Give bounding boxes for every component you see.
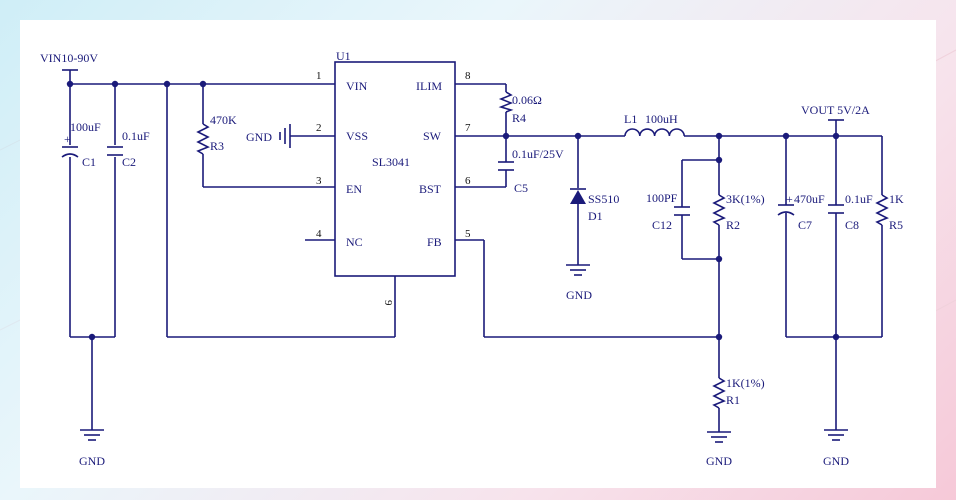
- pin-num-7: 7: [465, 122, 471, 134]
- r3-ref: R3: [210, 139, 224, 153]
- pin-num-9: 9: [382, 300, 394, 306]
- c7-ref: C7: [798, 218, 812, 232]
- r4-value: 0.06Ω: [512, 93, 542, 107]
- r3-value: 470K: [210, 113, 237, 127]
- resistor-r5: [875, 194, 889, 226]
- c8-value: 0.1uF: [845, 192, 873, 206]
- circuit-schematic: U1 SL3041 VIN VSS EN NC ILIM SW BST FB 1…: [40, 49, 904, 468]
- c7-value: 470uF: [794, 192, 825, 206]
- gnd-label-left: GND: [79, 454, 105, 468]
- pin-name-fb: FB: [427, 235, 442, 249]
- pin-num-4: 4: [316, 228, 322, 240]
- capacitor-c8: [828, 204, 844, 214]
- c12-ref: C12: [652, 218, 672, 232]
- c5-ref: C5: [514, 181, 528, 195]
- l1-ref: L1: [624, 112, 637, 126]
- ground-symbol-left: [80, 429, 104, 441]
- c2-value: 0.1uF: [122, 129, 150, 143]
- c5-value: 0.1uF/25V: [512, 147, 564, 161]
- ground-symbol-diode: [566, 264, 590, 276]
- vss-ground-symbol: [279, 124, 291, 148]
- schematic-sheet: U1 SL3041 VIN VSS EN NC ILIM SW BST FB 1…: [20, 20, 936, 488]
- ground-symbol-right: [824, 429, 848, 441]
- c12-value: 100PF: [646, 191, 678, 205]
- vin-label: VIN10-90V: [40, 51, 98, 65]
- pin-name-vss: VSS: [346, 129, 368, 143]
- pin-name-sw: SW: [423, 129, 442, 143]
- resistor-r1: [712, 377, 726, 409]
- resistor-r3: [196, 123, 210, 155]
- gnd-label-right: GND: [823, 454, 849, 468]
- svg-text:+: +: [64, 132, 71, 146]
- svg-text:+: +: [786, 192, 793, 206]
- pin-num-1: 1: [316, 70, 322, 82]
- resistor-r4: [498, 91, 514, 113]
- pin-name-nc: NC: [346, 235, 363, 249]
- r4-ref: R4: [512, 111, 526, 125]
- diode-d1: [570, 188, 586, 204]
- resistor-r2: [712, 194, 726, 226]
- d1-ref: D1: [588, 209, 603, 223]
- pin-name-vin: VIN: [346, 79, 368, 93]
- d1-value: SS510: [588, 192, 619, 206]
- c1-value: 100uF: [70, 120, 101, 134]
- r2-value: 3K(1%): [726, 192, 765, 206]
- pin-num-8: 8: [465, 70, 471, 82]
- pin-num-2: 2: [316, 122, 322, 134]
- capacitor-c1: +: [61, 132, 79, 158]
- pin-num-3: 3: [316, 175, 322, 187]
- pin-num-5: 5: [465, 228, 471, 240]
- pin-num-6: 6: [465, 175, 471, 187]
- ic-name-label: SL3041: [372, 155, 410, 169]
- vout-label: VOUT 5V/2A: [801, 103, 870, 117]
- r5-ref: R5: [889, 218, 903, 232]
- gnd-label-diode: GND: [566, 288, 592, 302]
- capacitor-c7: +: [777, 192, 795, 216]
- pin-name-ilim: ILIM: [416, 79, 442, 93]
- c2-ref: C2: [122, 155, 136, 169]
- r1-value: 1K(1%): [726, 376, 765, 390]
- gnd-label-fb: GND: [706, 454, 732, 468]
- ic-ref-label: U1: [336, 49, 351, 63]
- ground-symbol-fb: [707, 431, 731, 443]
- pin-name-bst: BST: [419, 182, 442, 196]
- r2-ref: R2: [726, 218, 740, 232]
- c8-ref: C8: [845, 218, 859, 232]
- capacitor-c2: [107, 145, 123, 157]
- c1-ref: C1: [82, 155, 96, 169]
- capacitor-c5: [498, 161, 514, 171]
- junction-dots: [66, 80, 840, 341]
- inductor-l1: [624, 128, 685, 137]
- pin-name-en: EN: [346, 182, 362, 196]
- capacitor-c12: [674, 206, 690, 216]
- r5-value: 1K: [889, 192, 904, 206]
- r1-ref: R1: [726, 393, 740, 407]
- l1-value: 100uH: [645, 112, 678, 126]
- vss-gnd-label: GND: [246, 130, 272, 144]
